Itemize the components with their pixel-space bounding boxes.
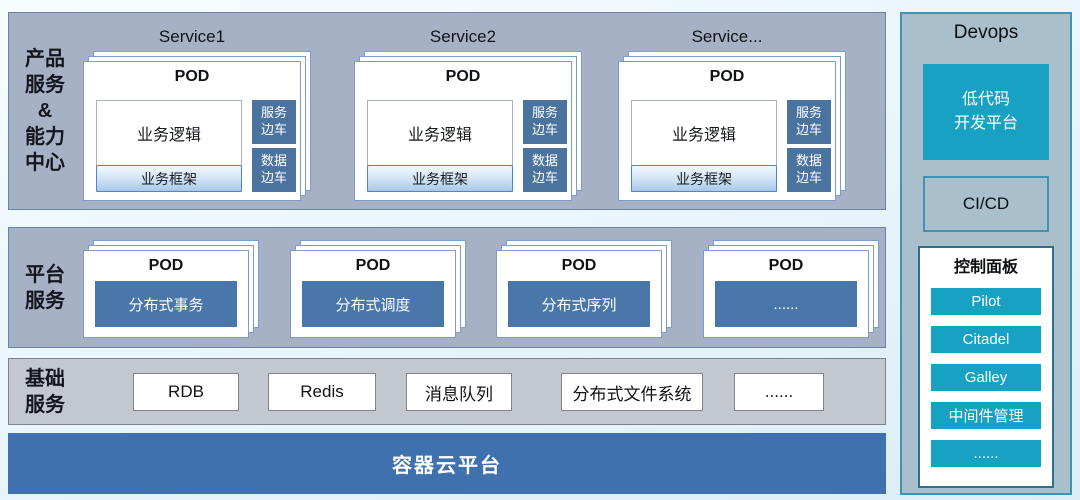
platform-pod-stack: POD ...... [703, 240, 879, 338]
platform-service-name: ...... [715, 281, 857, 327]
product-services-band: 产品 服务 & 能力 中心 Service1 POD 业务逻辑 业务框架 服务 … [8, 12, 886, 210]
business-logic-box: 业务逻辑 业务框架 [96, 100, 242, 192]
pod-stack: POD 业务逻辑 业务框架 服务 边车 数据 边车 [354, 51, 582, 201]
infra-item-message-queue: 消息队列 [406, 373, 512, 411]
container-cloud-band: 容器云平台 [8, 433, 886, 494]
service-group-3: Service... POD 业务逻辑 业务框架 服务 边车 数据 边车 [618, 27, 846, 201]
service-title: Service1 [158, 27, 226, 46]
platform-pod-stack: POD 分布式序列 [496, 240, 672, 338]
pod-card: POD 业务逻辑 业务框架 服务 边车 数据 边车 [83, 61, 301, 201]
infra-services-band: 基础 服务 RDB Redis 消息队列 分布式文件系统 ...... [8, 358, 886, 425]
service-title: Service2 [429, 27, 497, 46]
service-title: Service... [691, 27, 763, 46]
control-panel: 控制面板 Pilot Citadel Galley 中间件管理 ...... [918, 246, 1054, 488]
pod-label: POD [355, 257, 391, 274]
business-logic-label: 业务逻辑 [136, 127, 201, 144]
cicd-box: CI/CD [923, 176, 1049, 232]
pod-card: POD ...... [703, 250, 869, 338]
business-framework-box: 业务框架 [96, 165, 242, 192]
business-logic-box: 业务逻辑 业务框架 [631, 100, 777, 192]
control-panel-title: 控制面板 [953, 259, 1018, 276]
service-group-2: Service2 POD 业务逻辑 业务框架 服务 边车 数据 边车 [354, 27, 582, 201]
pod-stack: POD 业务逻辑 业务框架 服务 边车 数据 边车 [618, 51, 846, 201]
service-sidecar-box: 服务 边车 [252, 100, 296, 144]
pod-label: POD [148, 257, 184, 274]
business-framework-box: 业务框架 [631, 165, 777, 192]
platform-service-name: 分布式调度 [302, 281, 444, 327]
pod-label: POD [709, 68, 745, 85]
pod-label: POD [768, 257, 804, 274]
platform-services-band: 平台 服务 POD 分布式事务 POD 分布式调度 POD 分布式序列 [8, 227, 886, 348]
control-panel-item-citadel: Citadel [931, 326, 1041, 353]
service-sidecar-box: 服务 边车 [523, 100, 567, 144]
business-logic-label: 业务逻辑 [671, 127, 736, 144]
devops-sidebar: Devops 低代码 开发平台 CI/CD 控制面板 Pilot Citadel… [900, 12, 1072, 495]
data-sidecar-box: 数据 边车 [523, 148, 567, 192]
platform-service-name: 分布式事务 [95, 281, 237, 327]
infra-item-more: ...... [734, 373, 824, 411]
pod-card: POD 业务逻辑 业务框架 服务 边车 数据 边车 [354, 61, 572, 201]
pod-stack: POD 业务逻辑 业务框架 服务 边车 数据 边车 [83, 51, 311, 201]
infra-item-redis: Redis [268, 373, 376, 411]
platform-pod-stack: POD 分布式调度 [290, 240, 466, 338]
data-sidecar-box: 数据 边车 [787, 148, 831, 192]
business-logic-label: 业务逻辑 [407, 127, 472, 144]
control-panel-item-more: ...... [931, 440, 1041, 467]
business-logic-box: 业务逻辑 业务框架 [367, 100, 513, 192]
platform-pod-stack: POD 分布式事务 [83, 240, 259, 338]
pod-label: POD [174, 68, 210, 85]
business-framework-box: 业务框架 [367, 165, 513, 192]
pod-card: POD 业务逻辑 业务框架 服务 边车 数据 边车 [618, 61, 836, 201]
infra-band-label: 基础 服务 [25, 367, 65, 416]
infra-item-distributed-fs: 分布式文件系统 [561, 373, 703, 411]
pod-label: POD [445, 68, 481, 85]
pod-card: POD 分布式调度 [290, 250, 456, 338]
data-sidecar-box: 数据 边车 [252, 148, 296, 192]
pod-label: POD [561, 257, 597, 274]
devops-title: Devops [953, 22, 1019, 43]
service-group-1: Service1 POD 业务逻辑 业务框架 服务 边车 数据 边车 [83, 27, 311, 201]
control-panel-item-middleware: 中间件管理 [931, 402, 1041, 429]
pod-card: POD 分布式事务 [83, 250, 249, 338]
control-panel-item-galley: Galley [931, 364, 1041, 391]
lowcode-platform-box: 低代码 开发平台 [923, 64, 1049, 160]
product-band-label: 产品 服务 & 能力 中心 [25, 48, 65, 174]
infra-item-rdb: RDB [133, 373, 239, 411]
control-panel-item-pilot: Pilot [931, 288, 1041, 315]
service-sidecar-box: 服务 边车 [787, 100, 831, 144]
platform-band-label: 平台 服务 [25, 263, 65, 312]
platform-service-name: 分布式序列 [508, 281, 650, 327]
container-cloud-label: 容器云平台 [392, 455, 502, 477]
pod-card: POD 分布式序列 [496, 250, 662, 338]
